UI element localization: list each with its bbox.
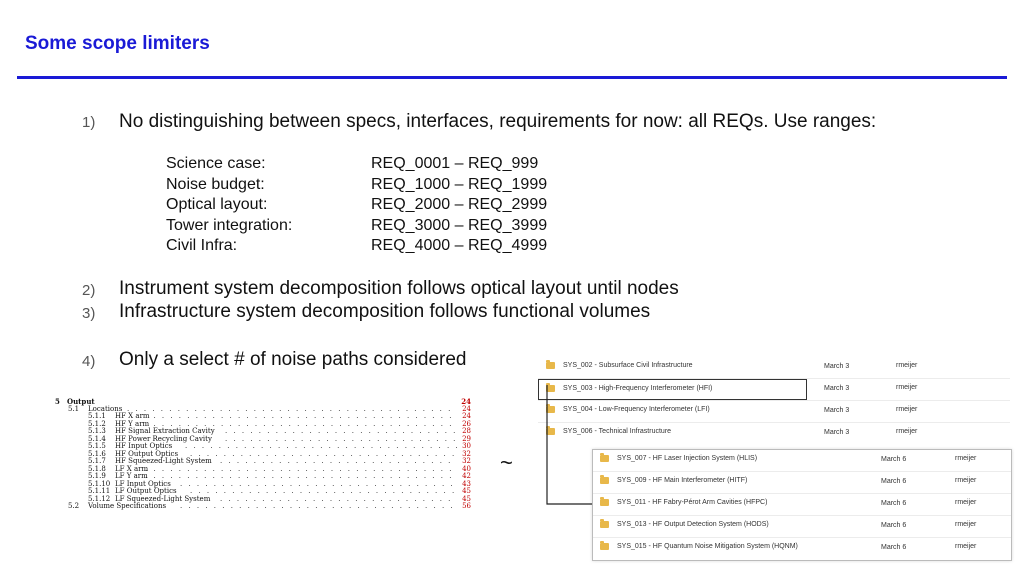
range-label: Science case: (166, 155, 266, 172)
range-value: REQ_3000 – REQ_3999 (371, 217, 548, 234)
folder-icon (600, 519, 609, 528)
range-value: REQ_4000 – REQ_4999 (371, 237, 548, 254)
folder-row[interactable]: SYS_006 - Technical Infrastructure March… (538, 423, 1010, 444)
folder-list-sub: SYS_007 - HF Laser Injection System (HLI… (592, 449, 1012, 561)
row-divider (593, 471, 1011, 472)
folder-date: March 6 (881, 522, 907, 529)
folder-date: March 3 (824, 429, 850, 436)
folder-row[interactable]: SYS_011 - HF Fabry-Pérot Arm Cavities (H… (593, 494, 1011, 515)
folder-owner: rmeijer (955, 455, 977, 462)
folder-icon (600, 453, 609, 462)
row-divider (593, 493, 1011, 494)
range-value: REQ_1000 – REQ_1999 (371, 176, 548, 193)
folder-icon (546, 360, 555, 369)
folder-name: SYS_003 - High-Frequency Interferometer … (563, 385, 713, 392)
folder-owner: rmeijer (896, 362, 918, 369)
folder-row[interactable]: SYS_015 - HF Quantum Noise Mitigation Sy… (593, 538, 1011, 559)
folder-name: SYS_013 - HF Output Detection System (HO… (617, 521, 769, 528)
title-rule (17, 76, 1007, 79)
item-number: 2) (82, 282, 96, 299)
item-text: Infrastructure system decomposition foll… (119, 301, 651, 322)
range-label: Tower integration: (166, 217, 293, 234)
folder-row[interactable]: SYS_007 - HF Laser Injection System (HLI… (593, 450, 1011, 471)
folder-owner: rmeijer (896, 406, 918, 413)
folder-row[interactable]: SYS_009 - HF Main Interferometer (HITF) … (593, 472, 1011, 493)
row-divider (593, 515, 1011, 516)
folder-row[interactable]: SYS_004 - Low-Frequency Interferometer (… (538, 401, 1010, 422)
folder-row[interactable]: SYS_002 - Subsurface Civil Infrastructur… (538, 357, 1010, 378)
item-number: 1) (82, 114, 96, 131)
item-number: 3) (82, 305, 96, 322)
folder-name: SYS_011 - HF Fabry-Pérot Arm Cavities (H… (617, 499, 768, 506)
folder-name: SYS_007 - HF Laser Injection System (HLI… (617, 455, 758, 462)
folder-icon (600, 497, 609, 506)
folder-icon (600, 541, 609, 550)
item-text: Only a select # of noise paths considere… (119, 349, 467, 370)
range-label: Civil Infra: (166, 237, 238, 254)
folder-list-top: SYS_002 - Subsurface Civil Infrastructur… (538, 357, 1010, 447)
folder-name: SYS_009 - HF Main Interferometer (HITF) (617, 477, 748, 484)
range-value: REQ_0001 – REQ_999 (371, 155, 539, 172)
folder-date: March 3 (824, 363, 850, 370)
item-text: Instrument system decomposition follows … (119, 278, 679, 299)
folder-icon (546, 383, 555, 392)
range-label: Noise budget: (166, 176, 265, 193)
folder-owner: rmeijer (896, 384, 918, 391)
folder-date: March 3 (824, 385, 850, 392)
row-divider (538, 378, 1010, 379)
folder-icon (546, 426, 555, 435)
folder-date: March 6 (881, 500, 907, 507)
row-divider (593, 537, 1011, 538)
range-label: Optical layout: (166, 196, 268, 213)
folder-name: SYS_015 - HF Quantum Noise Mitigation Sy… (617, 543, 798, 550)
folder-owner: rmeijer (896, 428, 918, 435)
tilde-symbol: ~ (500, 450, 513, 475)
folder-date: March 6 (881, 478, 907, 485)
folder-icon (546, 404, 555, 413)
folder-owner: rmeijer (955, 521, 977, 528)
folder-date: March 3 (824, 407, 850, 414)
folder-owner: rmeijer (955, 499, 977, 506)
folder-row-selected[interactable]: SYS_003 - High-Frequency Interferometer … (538, 379, 807, 400)
folder-name: SYS_006 - Technical Infrastructure (563, 428, 672, 435)
folder-name: SYS_004 - Low-Frequency Interferometer (… (563, 406, 710, 413)
range-value: REQ_2000 – REQ_2999 (371, 196, 548, 213)
row-divider (538, 400, 1010, 401)
item-text: No distinguishing between specs, interfa… (119, 111, 877, 132)
page-title: Some scope limiters (25, 33, 210, 54)
folder-row[interactable]: SYS_013 - HF Output Detection System (HO… (593, 516, 1011, 537)
folder-icon (600, 475, 609, 484)
row-divider (538, 422, 1010, 423)
connector-arrow (546, 385, 599, 508)
item-number: 4) (82, 353, 96, 370)
folder-owner: rmeijer (955, 477, 977, 484)
folder-date: March 6 (881, 544, 907, 551)
folder-name: SYS_002 - Subsurface Civil Infrastructur… (563, 362, 693, 369)
folder-owner: rmeijer (955, 543, 977, 550)
folder-date: March 6 (881, 456, 907, 463)
